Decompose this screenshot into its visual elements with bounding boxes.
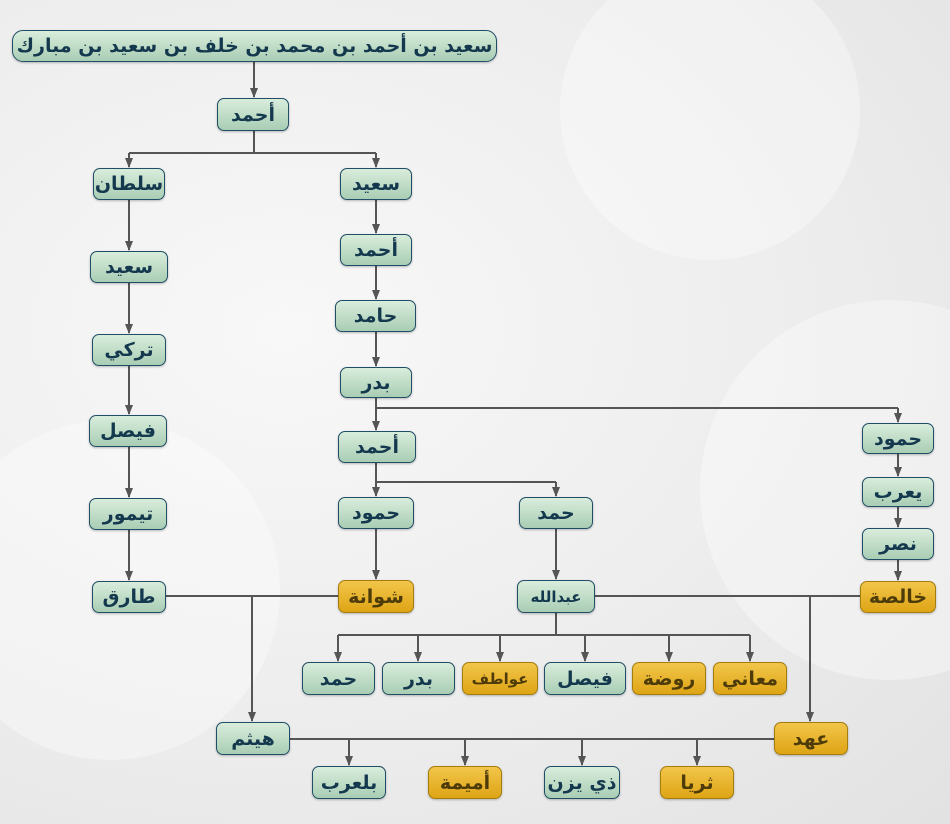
node-hamoud: حمود	[338, 497, 414, 529]
node-sultan: سلطان	[93, 168, 165, 200]
node-tariq: طارق	[92, 581, 166, 613]
node-taimur: تيمور	[89, 498, 167, 530]
node-nasr: نصر	[862, 528, 934, 560]
node-said: سعيد	[340, 168, 412, 200]
node-ahmad-3: أحمد	[338, 431, 416, 463]
node-umaima: أميمة	[428, 766, 502, 799]
node-faisal: فيصل	[89, 415, 167, 447]
node-abdullah: عبدالله	[517, 580, 595, 613]
node-hamoud-2: حمود	[862, 423, 934, 454]
node-belarab: بلعرب	[312, 766, 386, 799]
node-dhi-yazan: ذي يزن	[544, 766, 620, 799]
node-ahd: عهد	[774, 722, 848, 755]
node-hamad: حمد	[519, 497, 593, 529]
node-rawda: روضة	[632, 662, 706, 695]
node-said-son-of-sultan: سعيد	[90, 251, 168, 283]
node-khalsa: خالصة	[860, 581, 936, 613]
node-maani: معاني	[713, 662, 787, 695]
node-badr-son: بدر	[382, 662, 455, 695]
node-badr: بدر	[340, 367, 412, 398]
node-haitham: هيثم	[216, 722, 290, 755]
node-ahmad-2: أحمد	[340, 234, 412, 266]
node-ahmad: أحمد	[217, 98, 289, 131]
node-hamad-son: حمد	[302, 662, 375, 695]
node-yarub: يعرب	[862, 477, 934, 507]
node-shawana: شوانة	[338, 580, 414, 613]
node-turki: تركي	[92, 334, 166, 366]
node-thuraya: ثريا	[660, 766, 734, 799]
node-faisal-son: فيصل	[544, 662, 626, 695]
node-root-said: سعيد بن أحمد بن محمد بن خلف بن سعيد بن م…	[12, 30, 497, 62]
node-hamid: حامد	[335, 300, 416, 332]
node-awatif: عواطف	[462, 662, 538, 695]
